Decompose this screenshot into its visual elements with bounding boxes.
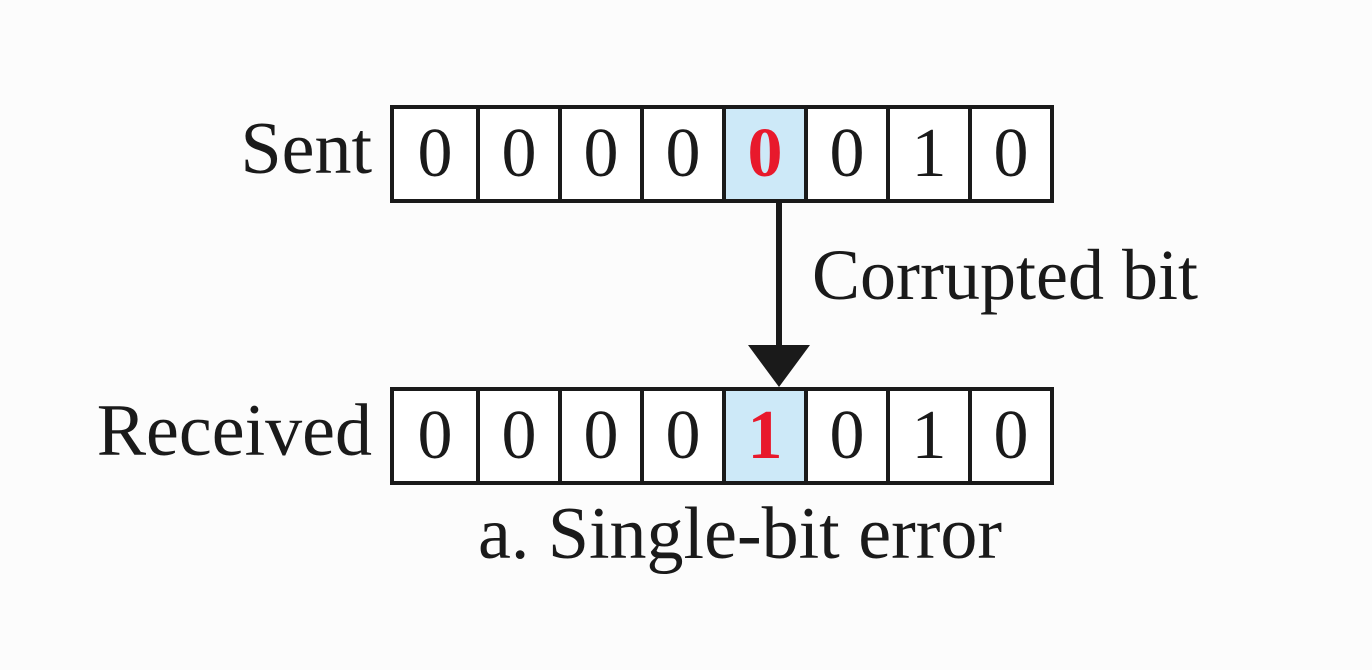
- sent-bit-cell-1: 0: [476, 109, 558, 199]
- sent-bit-cell-7: 0: [968, 109, 1050, 199]
- received-bit-cell-0: 0: [394, 391, 476, 481]
- corruption-arrow-line: [776, 203, 782, 349]
- received-bit-cell-3: 0: [640, 391, 722, 481]
- corrupted-bit-label: Corrupted bit: [812, 235, 1198, 315]
- sent-row-label: Sent: [240, 108, 372, 190]
- received-bit-cell-6: 1: [886, 391, 968, 481]
- received-bit-cell-1: 0: [476, 391, 558, 481]
- sent-bit-row: 0 0 0 0 0 0 1 0: [390, 105, 1054, 203]
- figure-caption: a. Single-bit error: [478, 493, 1002, 575]
- received-bit-row: 0 0 0 0 1 0 1 0: [390, 387, 1054, 485]
- received-bit-cell-4-corrupted: 1: [722, 391, 804, 481]
- received-bit-cell-7: 0: [968, 391, 1050, 481]
- sent-bit-cell-4-corrupted: 0: [722, 109, 804, 199]
- sent-bit-cell-6: 1: [886, 109, 968, 199]
- sent-bit-cell-2: 0: [558, 109, 640, 199]
- received-row-label: Received: [96, 390, 372, 472]
- sent-bit-cell-3: 0: [640, 109, 722, 199]
- received-bit-cell-5: 0: [804, 391, 886, 481]
- sent-bit-cell-0: 0: [394, 109, 476, 199]
- received-bit-cell-2: 0: [558, 391, 640, 481]
- sent-bit-cell-5: 0: [804, 109, 886, 199]
- corruption-arrow-head-icon: [748, 345, 810, 387]
